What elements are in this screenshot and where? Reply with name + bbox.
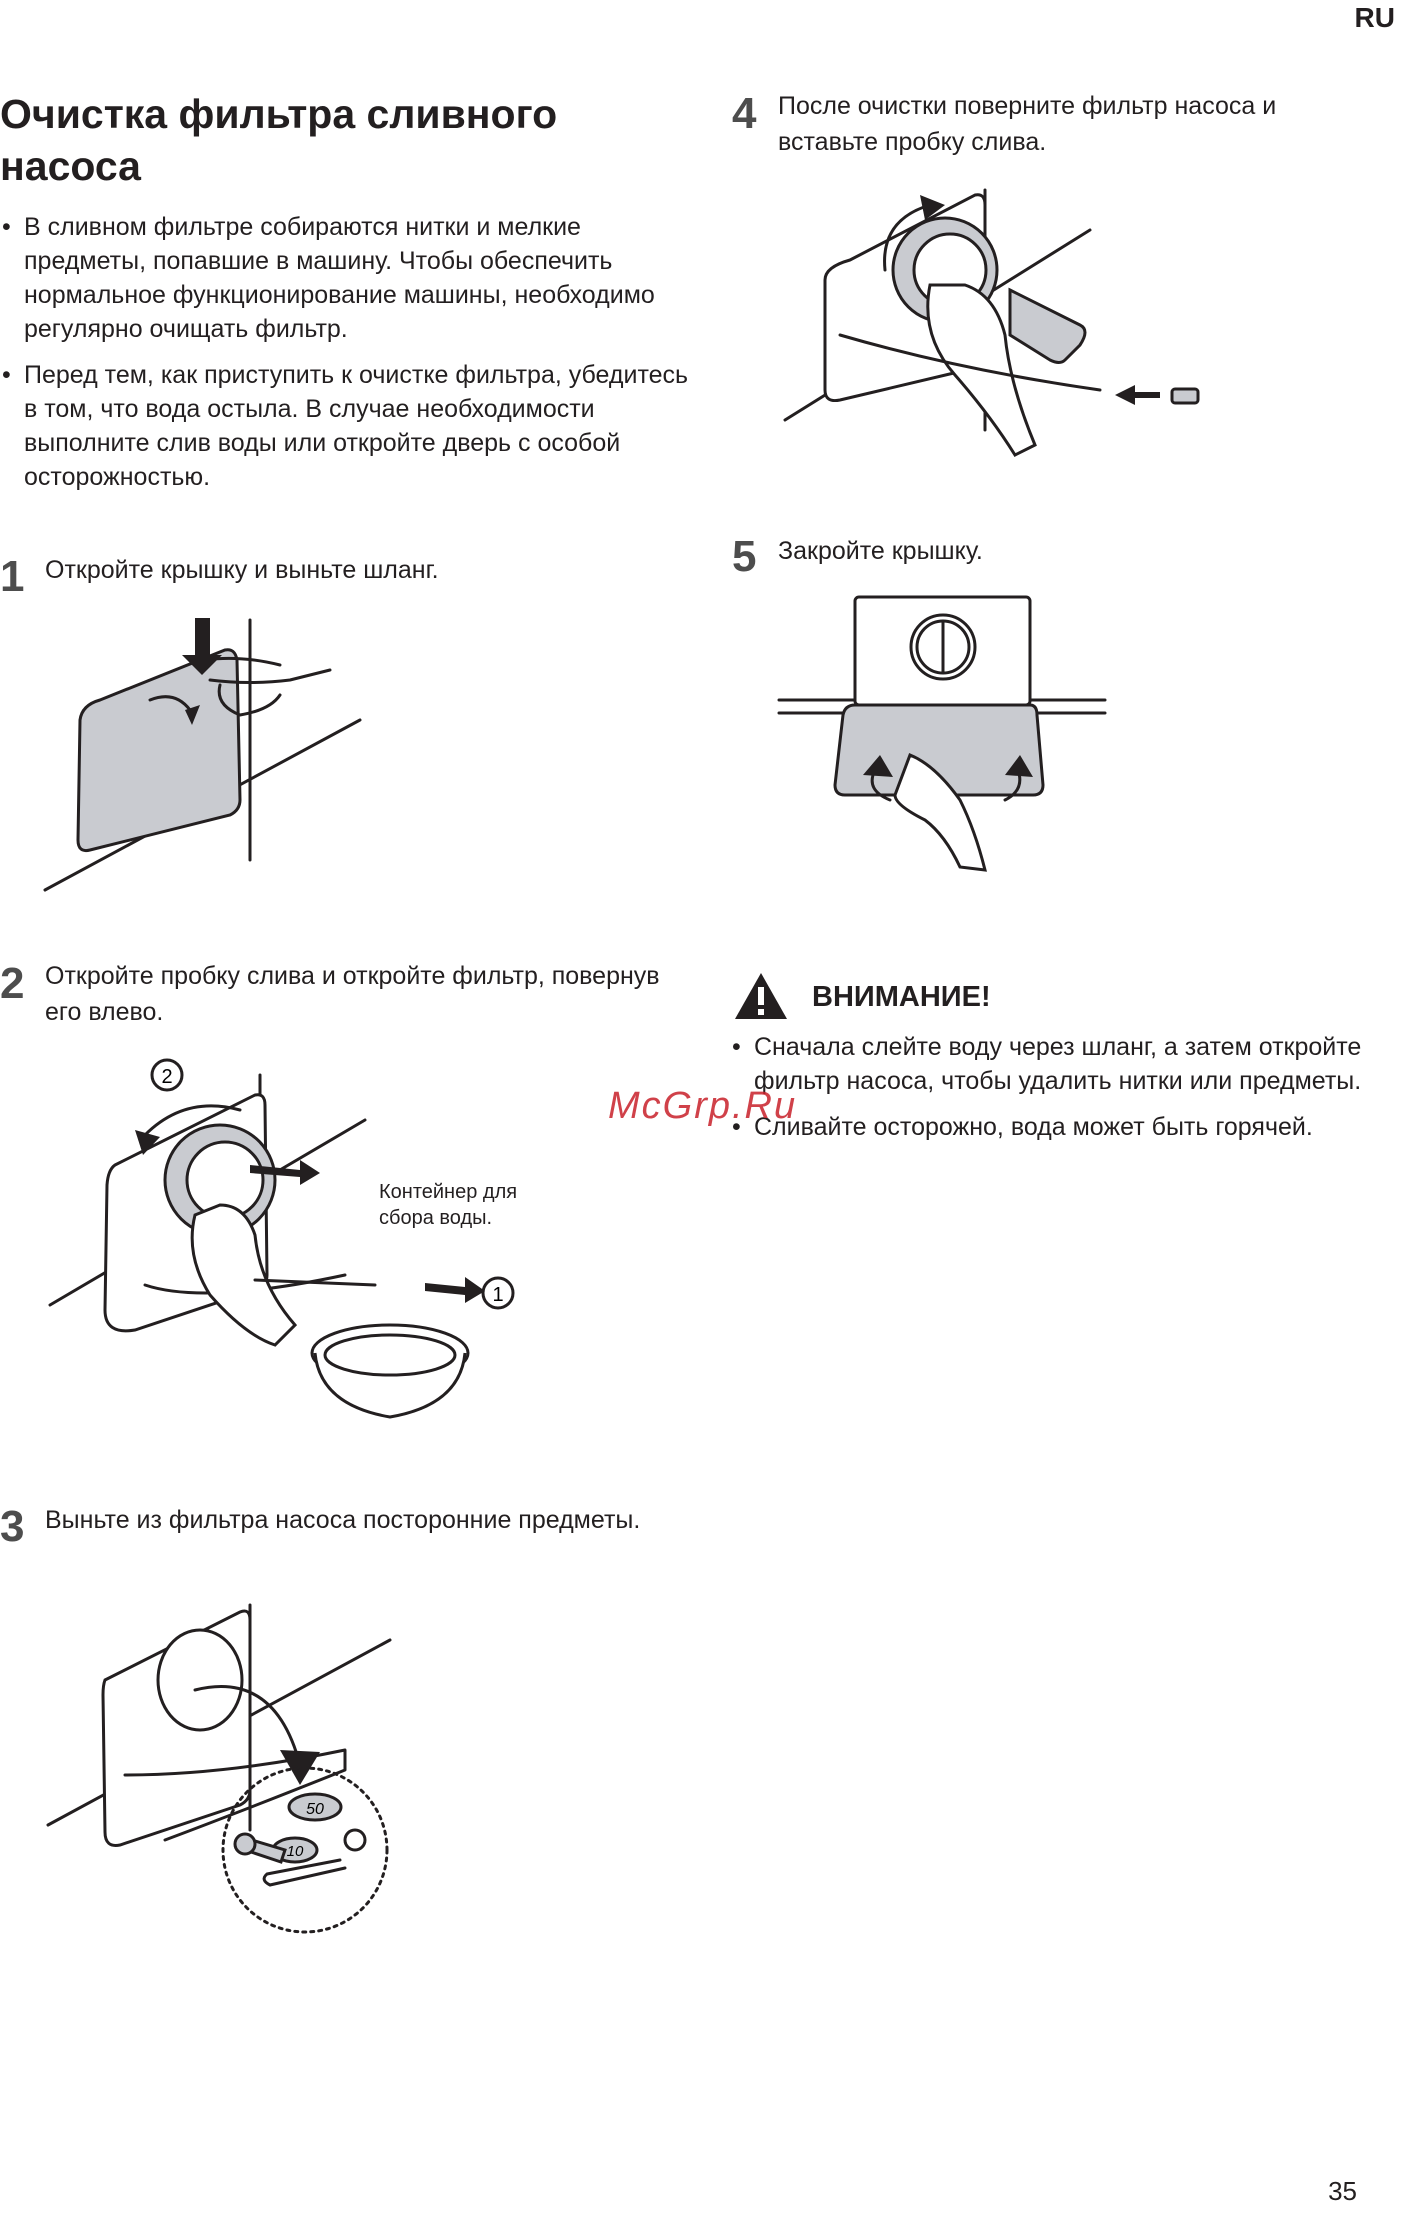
step-2-text: Откройте пробку слива и откройте фильтр,… (45, 962, 660, 1026)
step-4-text: После очистки поверните фильтр насоса и … (778, 92, 1277, 156)
step-3-illustration: 50 10 (46, 1603, 392, 1934)
warning-icon (735, 973, 787, 1019)
step-2-number: 2 (0, 959, 25, 1008)
coin-10-label: 10 (287, 1843, 304, 1860)
step-1-number: 1 (0, 552, 25, 601)
callout-1: 1 (492, 1284, 503, 1306)
language-code: RU (1354, 2, 1395, 33)
caution-item: Сливайте осторожно, вода может быть горя… (732, 1110, 1392, 1144)
step-4-number: 4 (732, 89, 757, 138)
intro-item: В сливном фильтре собираются нитки и мел… (2, 210, 692, 346)
page-title: Очистка фильтра сливного насоса (0, 91, 558, 189)
step-5-number: 5 (732, 532, 757, 581)
caution-item: Сначала слейте воду через шланг, а затем… (732, 1030, 1392, 1098)
intro-item: Перед тем, как приступить к очистке филь… (2, 358, 692, 494)
step-4-illustration (783, 188, 1200, 457)
step-5-illustration (777, 595, 1107, 872)
step-1-text: Откройте крышку и выньте шланг. (45, 556, 439, 584)
watermark: McGrp.Ru (608, 1085, 798, 1127)
callout-2: 2 (161, 1066, 172, 1088)
caution-list: Сначала слейте воду через шланг, а затем… (732, 1030, 1392, 1156)
intro-list: В сливном фильтре собираются нитки и мел… (2, 210, 692, 506)
step-3-text: Выньте из фильтра насоса посторонние пре… (45, 1506, 641, 1534)
container-caption: Контейнер для сбора воды. (379, 1181, 518, 1229)
step-2-illustration: 2 1 (48, 1058, 515, 1419)
step-1-illustration (43, 618, 362, 892)
coin-50-label: 50 (306, 1801, 324, 1818)
step-3-number: 3 (0, 1502, 25, 1551)
step-5-text: Закройте крышку. (778, 537, 983, 565)
caution-title: ВНИМАНИЕ! (812, 981, 991, 1013)
page-number: 35 (1328, 2176, 1357, 2206)
